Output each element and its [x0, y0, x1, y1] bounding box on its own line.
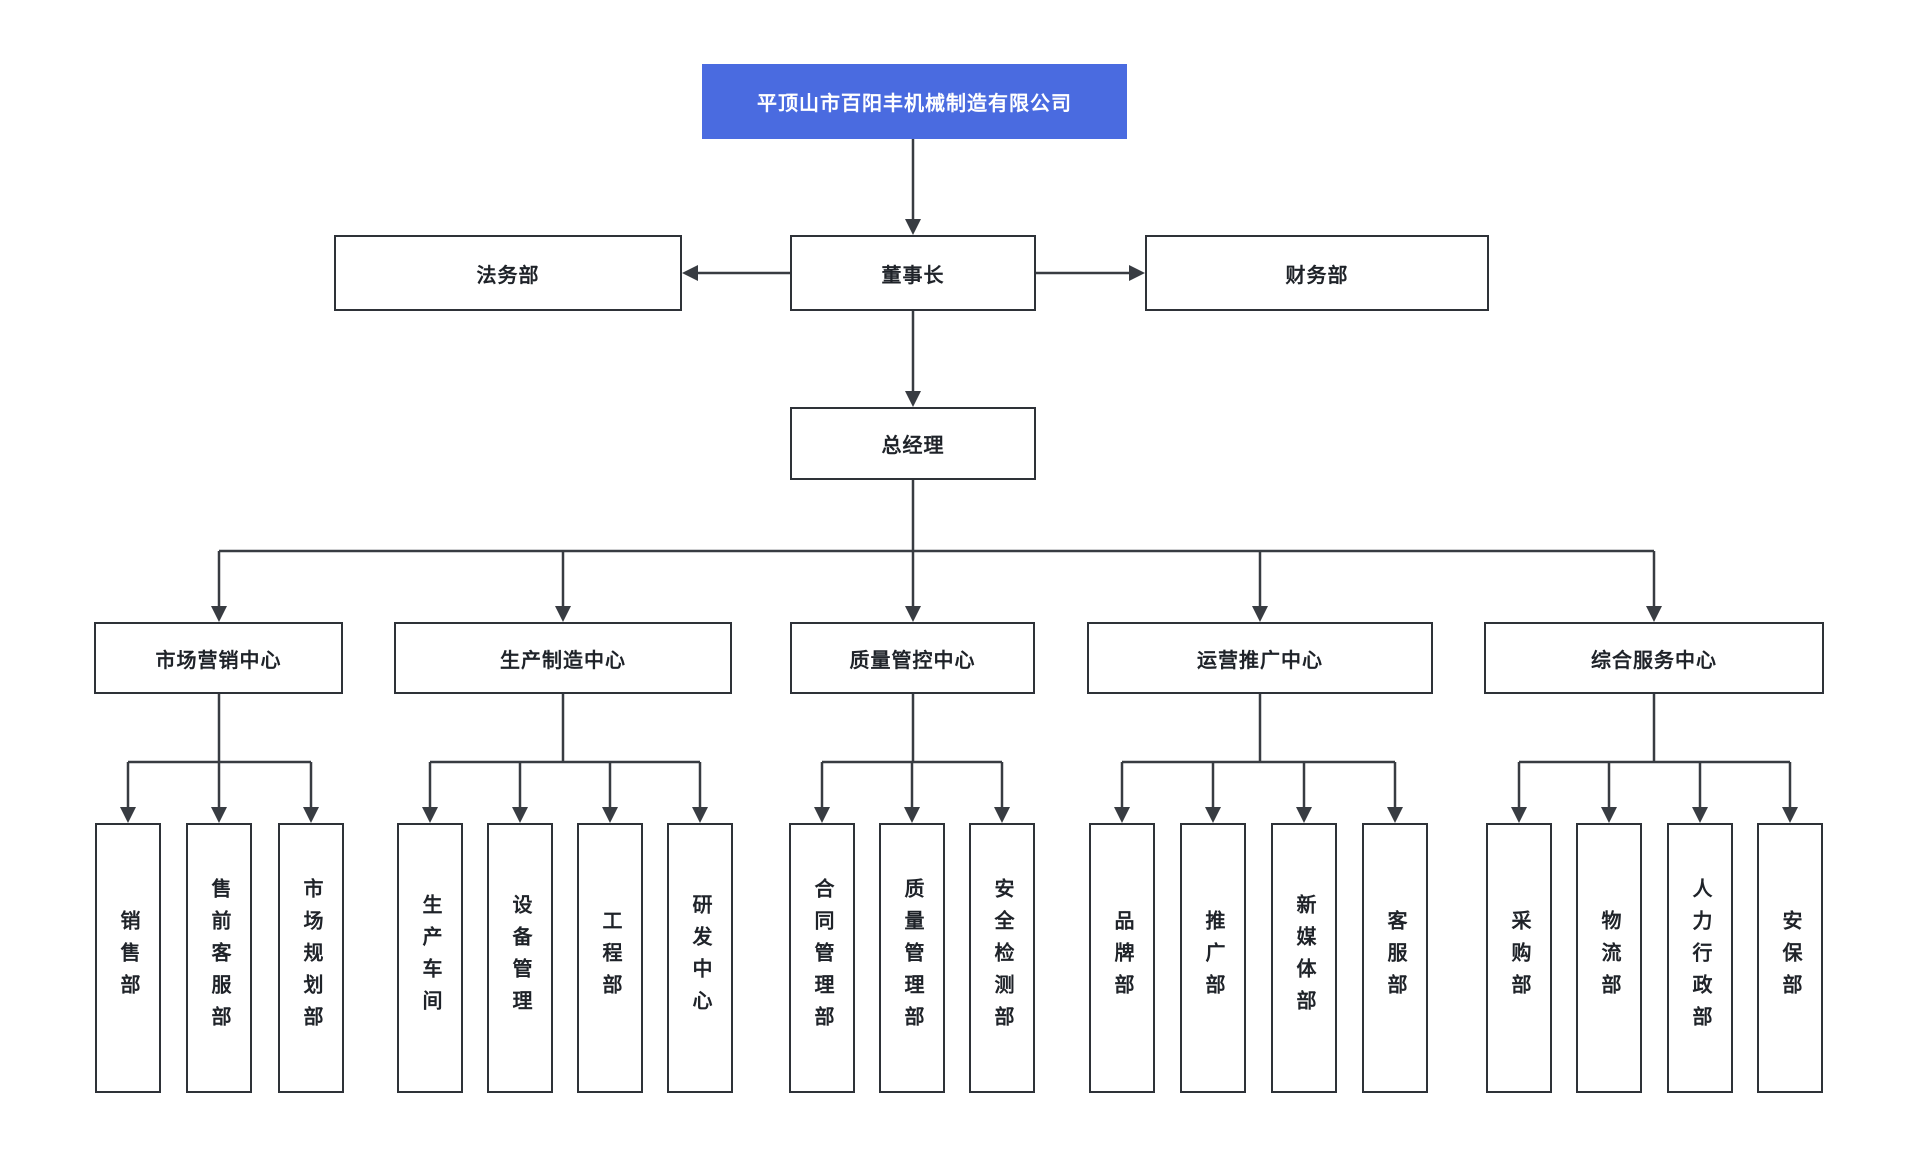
node-chairman[interactable]: 董事长 — [790, 235, 1036, 311]
node-center-production[interactable]: 生产制造中心 — [394, 622, 732, 694]
node-dept-safety-inspection[interactable]: 安全检测部 — [969, 823, 1035, 1093]
node-dept-new-media[interactable]: 新媒体部 — [1271, 823, 1337, 1093]
node-dept-equipment-management[interactable]: 设备管理 — [487, 823, 553, 1093]
node-dept-market-planning[interactable]: 市场规划部 — [278, 823, 344, 1093]
node-legal-dept[interactable]: 法务部 — [334, 235, 682, 311]
node-center-marketing[interactable]: 市场营销中心 — [94, 622, 343, 694]
node-dept-brand[interactable]: 品牌部 — [1089, 823, 1155, 1093]
node-dept-customer-service[interactable]: 客服部 — [1362, 823, 1428, 1093]
node-finance-dept[interactable]: 财务部 — [1145, 235, 1489, 311]
node-dept-security[interactable]: 安保部 — [1757, 823, 1823, 1093]
node-dept-quality-management[interactable]: 质量管理部 — [879, 823, 945, 1093]
node-center-operations[interactable]: 运营推广中心 — [1087, 622, 1433, 694]
node-dept-hr-admin[interactable]: 人力行政部 — [1667, 823, 1733, 1093]
node-dept-rd-center[interactable]: 研发中心 — [667, 823, 733, 1093]
node-general-manager[interactable]: 总经理 — [790, 407, 1036, 480]
node-dept-sales[interactable]: 销售部 — [95, 823, 161, 1093]
node-center-quality[interactable]: 质量管控中心 — [790, 622, 1035, 694]
node-dept-procurement[interactable]: 采购部 — [1486, 823, 1552, 1093]
node-dept-contract-management[interactable]: 合同管理部 — [789, 823, 855, 1093]
node-dept-presales-service[interactable]: 售前客服部 — [186, 823, 252, 1093]
node-dept-production-workshop[interactable]: 生产车间 — [397, 823, 463, 1093]
node-company[interactable]: 平顶山市百阳丰机械制造有限公司 — [702, 64, 1127, 139]
node-dept-logistics[interactable]: 物流部 — [1576, 823, 1642, 1093]
node-dept-engineering[interactable]: 工程部 — [577, 823, 643, 1093]
node-center-services[interactable]: 综合服务中心 — [1484, 622, 1824, 694]
node-dept-promotion[interactable]: 推广部 — [1180, 823, 1246, 1093]
